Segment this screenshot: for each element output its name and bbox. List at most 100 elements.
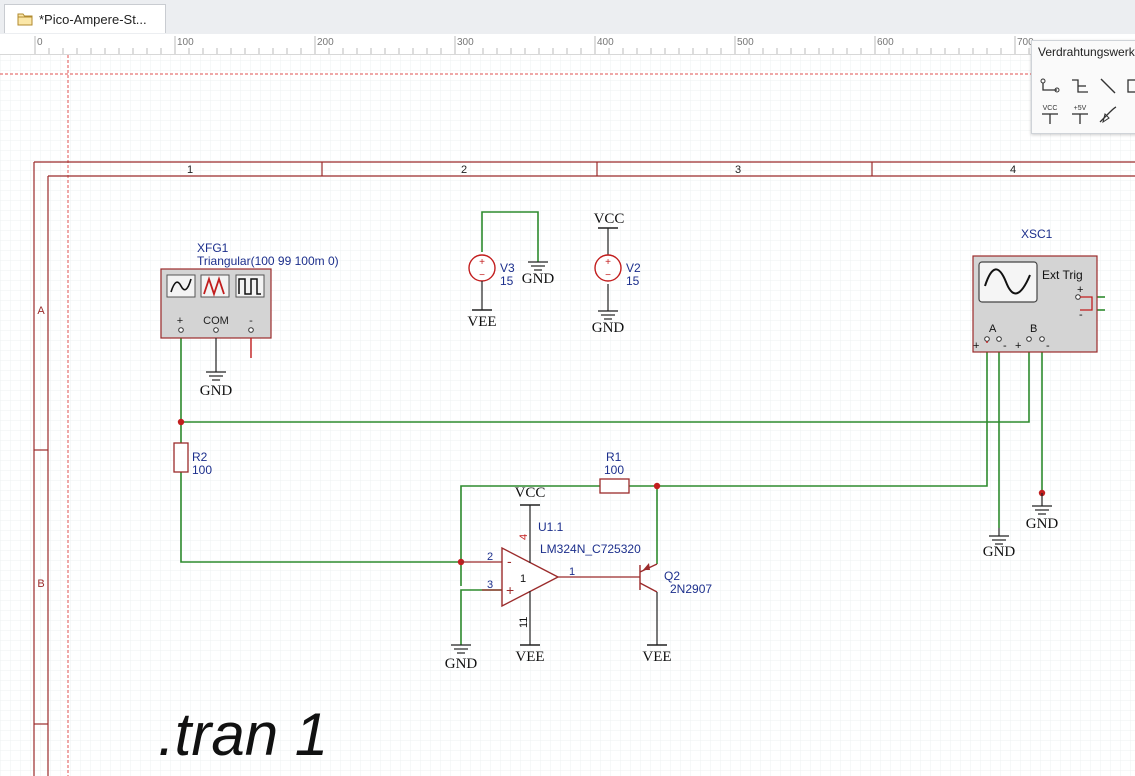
svg-text:−: − — [479, 270, 485, 281]
plus5v-tool-label: +5V — [1074, 105, 1087, 112]
frame-row-label: A — [37, 305, 45, 317]
u1-noninverting-sign: + — [506, 582, 514, 598]
vcc-tool-label: VCC — [1043, 105, 1058, 112]
plus5v-tool-icon[interactable]: +5V — [1068, 103, 1092, 125]
u1-name: U1.1 — [538, 520, 564, 534]
ruler-tick: 600 — [877, 37, 894, 48]
ground-symbol[interactable] — [1032, 493, 1052, 515]
ground-symbol[interactable] — [206, 371, 226, 381]
net-port-tool-icon[interactable] — [1124, 75, 1135, 97]
xfg1-minus-label: - — [249, 315, 253, 327]
schematic-canvas[interactable]: 1 2 3 4 A B XF — [0, 55, 1135, 776]
q2-part: 2N2907 — [670, 582, 712, 596]
v2-value: 15 — [626, 274, 640, 288]
gnd-label: GND — [1026, 516, 1059, 532]
ruler-tick: 700 — [1017, 37, 1034, 48]
gnd-label: GND — [983, 544, 1016, 560]
waveform-icon — [984, 268, 1031, 295]
wires[interactable] — [180, 211, 1105, 645]
u1-pin-vee: 11 — [518, 617, 530, 628]
resistor-r1[interactable] — [599, 478, 630, 494]
ruler-tick: 500 — [737, 37, 754, 48]
transistor-q2[interactable] — [639, 563, 667, 646]
v3-value: 15 — [500, 274, 514, 288]
vee-label: VEE — [515, 649, 544, 665]
ruler-tick: 400 — [597, 37, 614, 48]
xsc1-channel-a: A — [989, 323, 997, 335]
xsc1-trig-plus: + — [1077, 284, 1083, 296]
palette-title: Verdrahtungswerk — [1038, 45, 1135, 59]
wire-tool-icon[interactable] — [1038, 75, 1062, 97]
ground-symbol[interactable] — [598, 284, 618, 320]
xfg1-com-label: COM — [203, 315, 229, 327]
ruler-tick: 200 — [317, 37, 334, 48]
xsc1-name: XSC1 — [1021, 227, 1053, 241]
sine-wave-icon[interactable] — [170, 278, 192, 293]
function-generator-xfg1[interactable] — [160, 268, 272, 372]
u1-pin-output: 1 — [569, 566, 575, 578]
u1-inverting-sign: - — [507, 553, 512, 569]
xsc1-channel-b: B — [1030, 323, 1037, 335]
frame-column-label: 2 — [461, 164, 467, 176]
triangle-wave-icon[interactable] — [203, 276, 225, 297]
folder-icon — [17, 13, 33, 26]
ruler-tick: 300 — [457, 37, 474, 48]
frame-row-label: B — [37, 578, 44, 590]
line-tool-icon[interactable] — [1096, 75, 1120, 97]
xfg1-value: Triangular(100 99 100m 0) — [197, 254, 339, 268]
resistor-r2[interactable] — [173, 442, 189, 473]
gnd-label: GND — [200, 383, 233, 399]
svg-text:+: + — [479, 257, 485, 268]
v2-name: V2 — [626, 261, 641, 275]
vcc-label: VCC — [594, 211, 625, 227]
vcc-label: VCC — [515, 485, 546, 501]
wiring-tools-palette: Verdrahtungswerk VCC +5V — [1031, 40, 1135, 134]
u1-part: LM324N_C725320 — [540, 542, 641, 556]
q2-name: Q2 — [664, 569, 680, 583]
ground-symbol[interactable] — [528, 261, 548, 271]
r1-name: R1 — [606, 450, 622, 464]
u1-pin-noninverting: 3 — [487, 579, 493, 591]
tab-title: *Pico-Ampere-St... — [39, 12, 147, 27]
xsc1-b-minus: - — [1046, 340, 1050, 352]
opamp-u1[interactable] — [461, 504, 640, 646]
frame-column-label: 3 — [735, 164, 741, 176]
r2-name: R2 — [192, 450, 208, 464]
simulation-directive[interactable]: .tran 1 — [158, 701, 328, 768]
xsc1-b-plus: + — [1015, 340, 1021, 352]
gnd-label: GND — [445, 656, 478, 672]
bus-tool-icon[interactable] — [1068, 75, 1092, 97]
square-wave-icon[interactable] — [238, 278, 261, 295]
sheet-frame — [33, 161, 1135, 776]
probe-tool-icon[interactable] — [1096, 103, 1120, 125]
document-tab[interactable]: *Pico-Ampere-St... — [4, 4, 166, 33]
u1-pin-inverting: 2 — [487, 551, 493, 563]
gnd-label: GND — [592, 320, 625, 336]
voltage-source-v3[interactable]: + − — [468, 254, 496, 311]
r2-value: 100 — [192, 463, 212, 477]
vee-label: VEE — [467, 314, 496, 330]
v3-name: V3 — [500, 261, 515, 275]
xsc1-trig-minus: - — [1079, 309, 1083, 321]
xsc1-a-plus: + — [973, 340, 979, 352]
tab-bar: *Pico-Ampere-St... — [0, 0, 1135, 35]
voltage-source-v2[interactable]: + − — [594, 227, 622, 282]
xsc1-a-minus: - — [1003, 340, 1007, 352]
xfg1-name: XFG1 — [197, 241, 229, 255]
frame-column-label: 4 — [1010, 164, 1016, 176]
vee-label: VEE — [642, 649, 671, 665]
ground-symbol[interactable] — [451, 644, 471, 654]
svg-text:+: + — [605, 257, 611, 268]
ground-symbol[interactable] — [989, 528, 1009, 545]
ruler-tick: 100 — [177, 37, 194, 48]
gnd-label: GND — [522, 271, 555, 287]
xfg1-plus-label: + — [177, 315, 183, 327]
ruler-tick: 0 — [37, 37, 43, 48]
svg-text:−: − — [605, 270, 611, 281]
xsc1-ext-trig: Ext Trig — [1042, 268, 1083, 282]
u1-unit-number: 1 — [520, 573, 526, 585]
r1-value: 100 — [604, 463, 624, 477]
vcc-tool-icon[interactable]: VCC — [1038, 103, 1062, 125]
oscilloscope-xsc1[interactable] — [972, 255, 1098, 353]
u1-pin-vcc: 4 — [518, 534, 530, 540]
